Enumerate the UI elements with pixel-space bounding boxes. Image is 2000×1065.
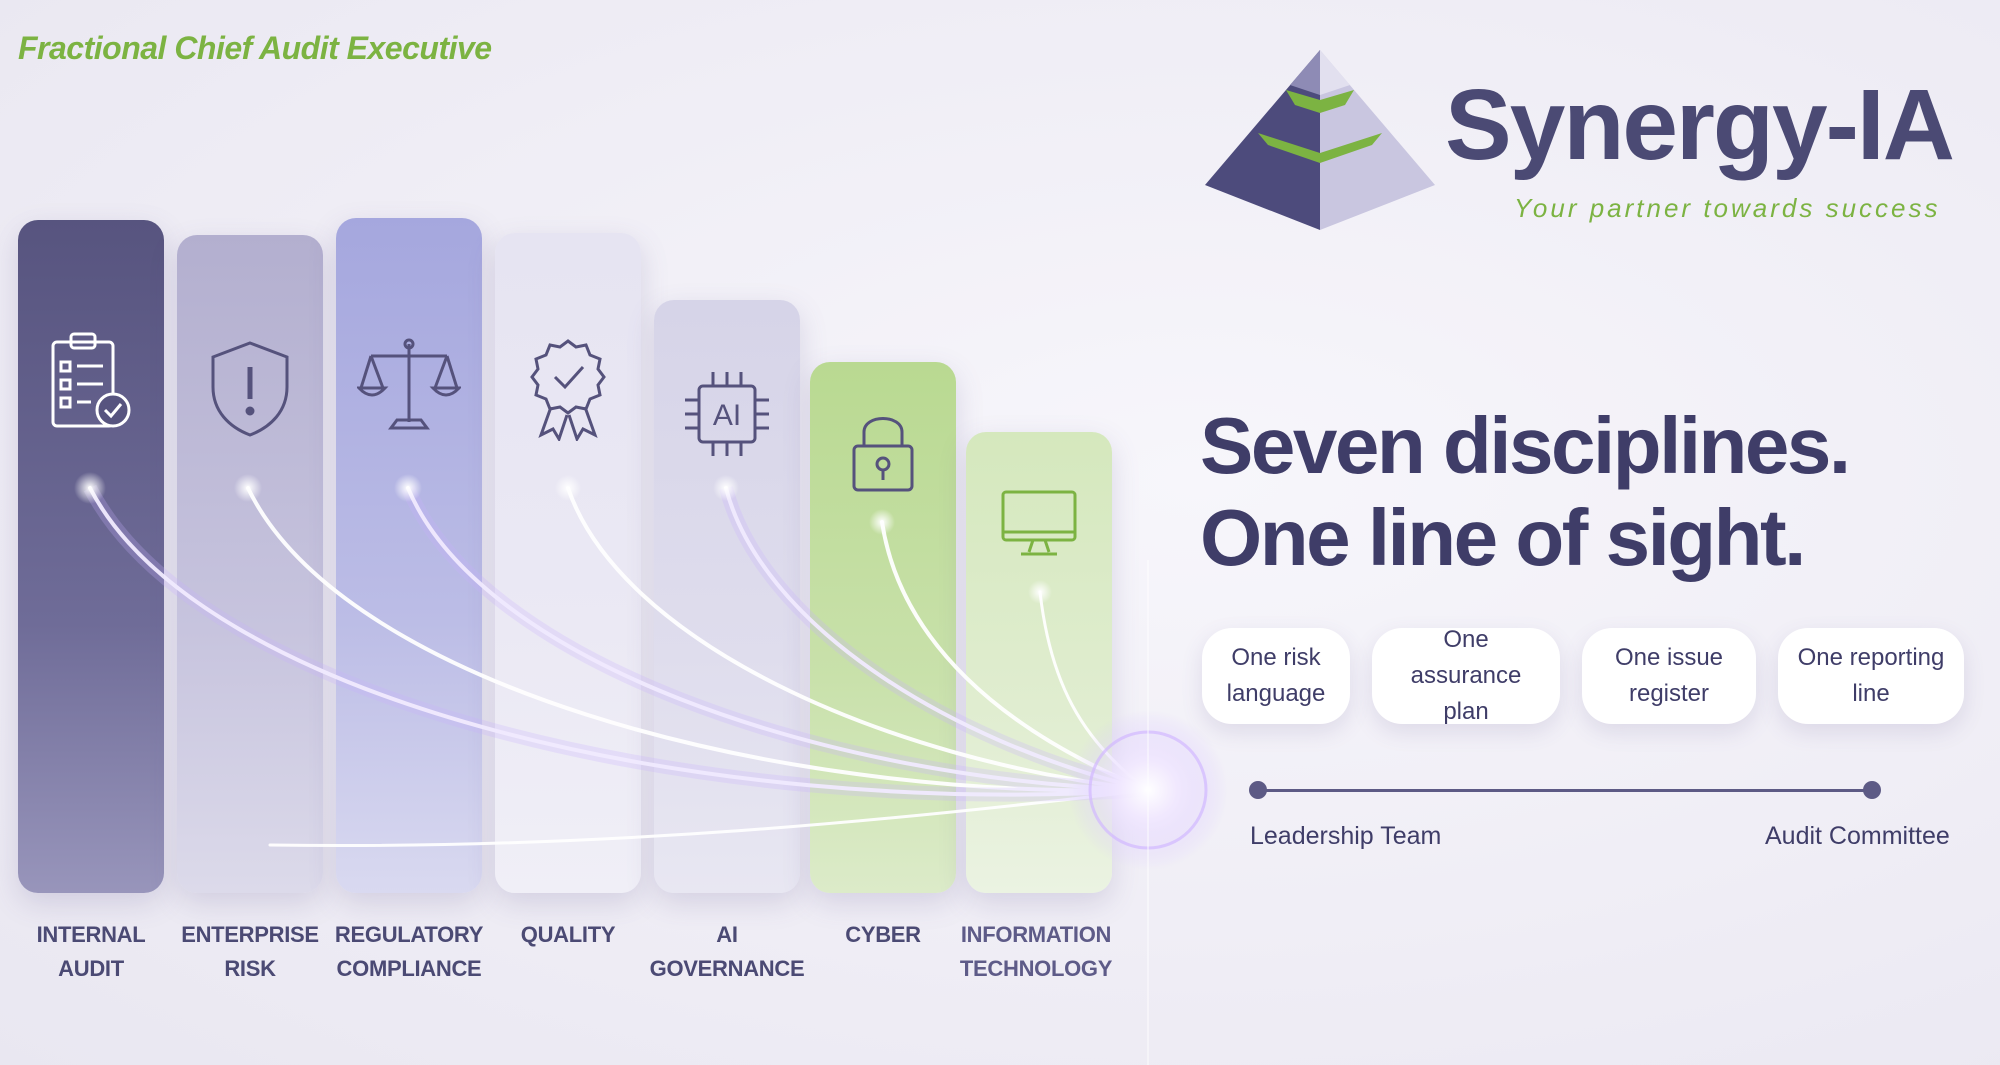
pillar-quality bbox=[495, 233, 641, 893]
pillar-enterprise-risk bbox=[177, 235, 323, 893]
monitor-icon bbox=[1001, 490, 1077, 556]
timeline-end-dot bbox=[1863, 781, 1881, 799]
tagline: Fractional Chief Audit Executive bbox=[18, 30, 492, 66]
ai-chip-text: AI bbox=[713, 399, 741, 432]
ai-chip-icon: AI bbox=[685, 372, 769, 456]
pillar-label-cyber: CYBER bbox=[845, 922, 921, 947]
pillar-regulatory-compliance bbox=[336, 218, 482, 893]
pillar-ai-governance: AI bbox=[654, 300, 800, 893]
timeline-start-label: Leadership Team bbox=[1250, 822, 1442, 850]
award-badge-icon bbox=[530, 339, 606, 441]
timeline-end-label: Audit Committee bbox=[1765, 822, 1950, 850]
padlock-icon bbox=[852, 417, 914, 492]
timeline-start-dot bbox=[1249, 781, 1267, 799]
pillar-label-quality: QUALITY bbox=[520, 922, 616, 947]
logo: Synergy-IA Your partner towards success bbox=[1200, 45, 2000, 245]
headline-line-2: One line of sight. bbox=[1200, 493, 1806, 582]
brand-name: Synergy-IA bbox=[1445, 69, 1955, 181]
headline: Seven disciplines. One line of sight. bbox=[1200, 400, 1851, 584]
pillar-cyber bbox=[810, 362, 956, 893]
clipboard-check-icon bbox=[51, 332, 131, 428]
brand-slogan: Your partner towards success bbox=[1514, 193, 1941, 223]
shield-alert-icon bbox=[211, 341, 289, 437]
pyramid-logo-icon bbox=[1205, 50, 1435, 230]
scales-icon bbox=[357, 338, 461, 430]
headline-line-1: Seven disciplines. bbox=[1200, 401, 1851, 490]
reporting-timeline bbox=[1258, 789, 1872, 792]
